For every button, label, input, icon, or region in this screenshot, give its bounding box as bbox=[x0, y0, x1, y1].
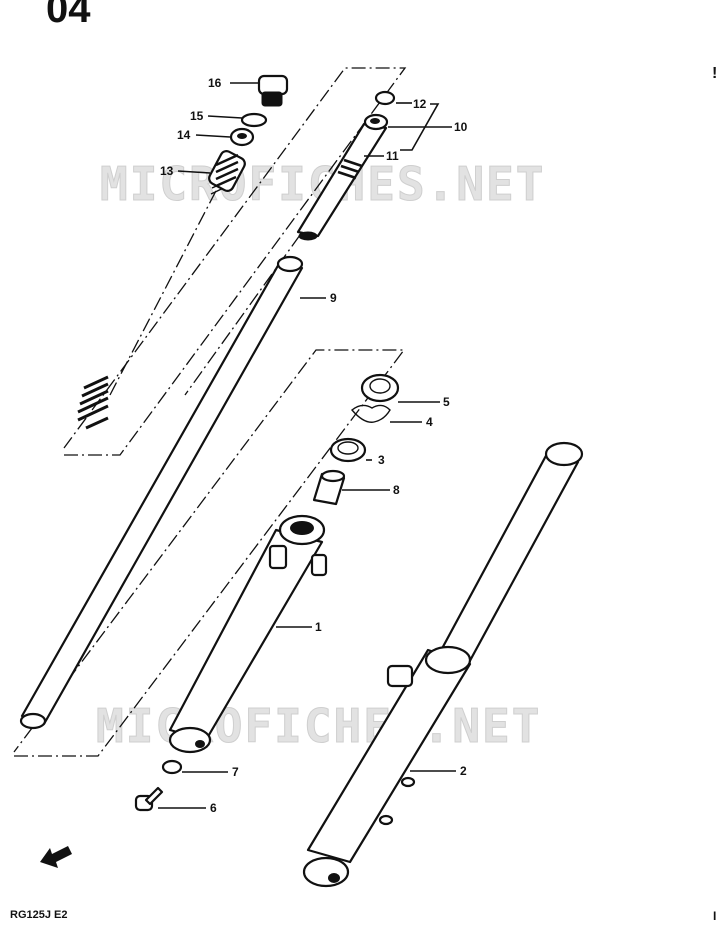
damper-rod-bolt bbox=[134, 786, 164, 812]
callout-6: 6 bbox=[210, 801, 217, 815]
oil-lock-piece bbox=[312, 469, 346, 506]
outer-tube-left bbox=[168, 514, 328, 754]
spring-group-box bbox=[63, 67, 407, 456]
spacer bbox=[229, 127, 255, 147]
fork-assembly-right bbox=[302, 441, 584, 888]
inner-tube-group-box bbox=[13, 349, 406, 757]
callout-12: 12 bbox=[413, 97, 427, 111]
corner-mark-bottom: I bbox=[713, 909, 716, 923]
inner-tube bbox=[19, 255, 304, 730]
header-fragment: 04 bbox=[46, 0, 91, 31]
callout-14: 14 bbox=[177, 128, 191, 142]
cap-bolt bbox=[257, 74, 289, 107]
callout-8: 8 bbox=[393, 483, 400, 497]
gasket-washer bbox=[161, 759, 183, 775]
oil-seal bbox=[360, 373, 400, 403]
watermark-bottom: MICROFICHES.NET bbox=[96, 699, 541, 753]
callout-7: 7 bbox=[232, 765, 239, 779]
callout-5: 5 bbox=[443, 395, 450, 409]
callout-1: 1 bbox=[315, 620, 322, 634]
watermark-top: MICROFICHES.NET bbox=[100, 157, 545, 211]
callout-13: 13 bbox=[160, 164, 174, 178]
callout-4: 4 bbox=[426, 415, 433, 429]
callout-10: 10 bbox=[454, 120, 468, 134]
circlip bbox=[350, 404, 391, 423]
o-ring bbox=[240, 112, 268, 128]
piston-ring bbox=[374, 90, 396, 106]
callout-9: 9 bbox=[330, 291, 337, 305]
callout-3: 3 bbox=[378, 453, 385, 467]
front-direction-arrow-icon bbox=[40, 846, 72, 868]
model-code: RG125J E2 bbox=[10, 909, 67, 921]
corner-mark-top: ! bbox=[712, 65, 717, 82]
callout-15: 15 bbox=[190, 109, 204, 123]
damper-rod bbox=[296, 113, 389, 241]
callout-2: 2 bbox=[460, 764, 467, 778]
guide-ring bbox=[329, 437, 367, 463]
callout-16: 16 bbox=[208, 76, 222, 90]
leader-lines bbox=[158, 82, 456, 809]
fork-spring-upper bbox=[208, 150, 246, 195]
fork-spring-lower bbox=[77, 375, 109, 430]
callout-11: 11 bbox=[386, 149, 399, 163]
